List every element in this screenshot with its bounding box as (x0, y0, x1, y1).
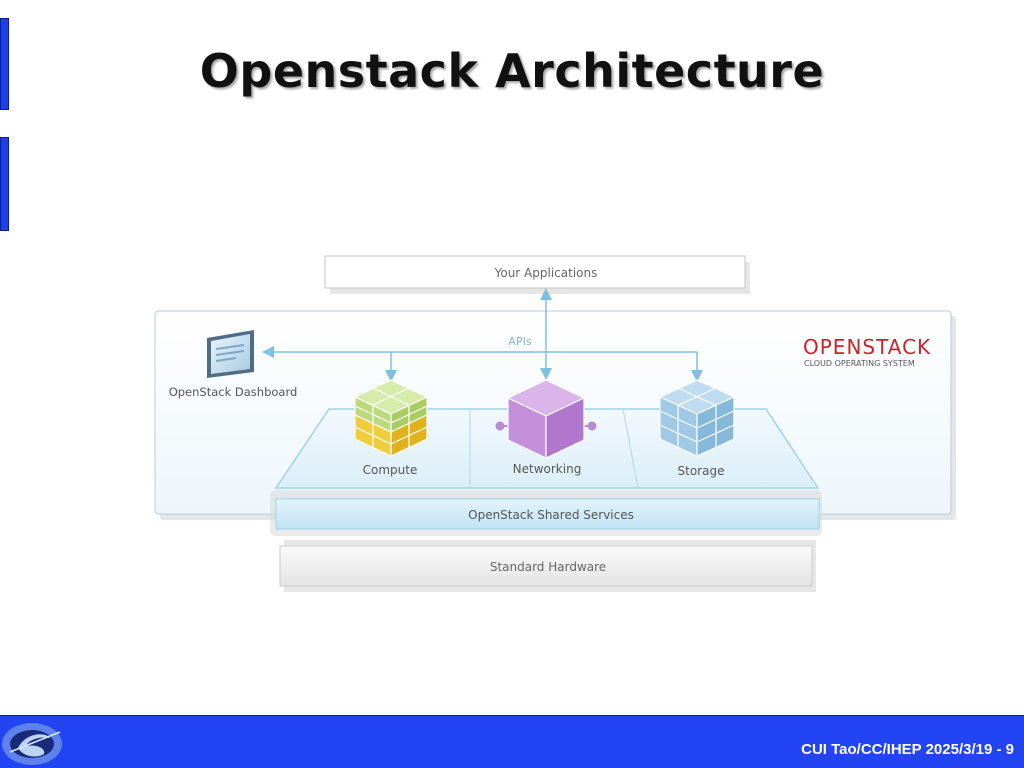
shared-services-label: OpenStack Shared Services (468, 508, 634, 522)
cloud-os-subtitle: CLOUD OPERATING SYSTEM (804, 359, 915, 368)
storage-cube-icon (658, 379, 736, 457)
shared-services-bar: OpenStack Shared Services (270, 490, 822, 536)
openstack-brand: OPENSTACK (803, 335, 931, 359)
footer-bar: CUI Tao/CC/IHEP 2025/3/19 - 9 (0, 715, 1024, 768)
dashboard-label: OpenStack Dashboard (169, 385, 298, 399)
standard-hardware-layer: Standard Hardware (279, 540, 816, 592)
compute-cube-icon (353, 379, 429, 457)
your-applications-box: Your Applications (324, 255, 750, 294)
dashboard-monitor-icon (207, 330, 254, 378)
api-connectors (262, 288, 703, 382)
apis-label: APIs (508, 335, 531, 348)
footer-text: CUI Tao/CC/IHEP 2025/3/19 - 9 (801, 741, 1014, 758)
standard-hardware-label: Standard Hardware (490, 560, 606, 574)
storage-label: Storage (678, 464, 725, 478)
side-accent-bar-top (0, 18, 9, 110)
ihep-logo-icon (2, 723, 62, 765)
side-accent-bar-bottom (0, 137, 9, 231)
networking-label: Networking (513, 462, 582, 476)
slide-title: Openstack Architecture (199, 44, 825, 98)
architecture-diagram: Standard Hardware Your Applications OPEN… (154, 255, 956, 592)
networking-cube-icon (495, 379, 597, 459)
compute-label: Compute (363, 463, 418, 477)
your-applications-label: Your Applications (494, 266, 598, 280)
